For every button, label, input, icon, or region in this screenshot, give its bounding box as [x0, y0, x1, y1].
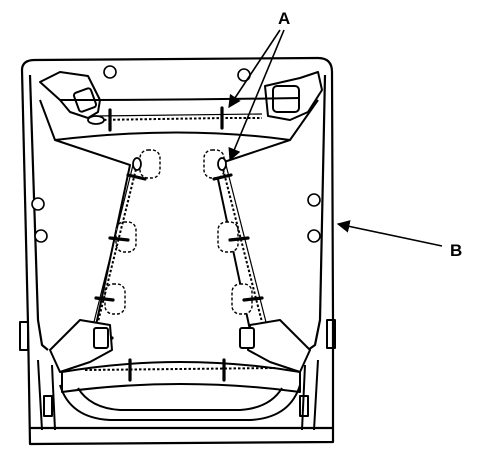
- left-diagonal-wire: [95, 164, 138, 331]
- lower-left-block: [93, 327, 109, 349]
- callout-b-leader: [336, 220, 443, 247]
- hook: [217, 157, 227, 171]
- callout-a: A: [228, 9, 290, 162]
- callout-b-label: B: [450, 241, 462, 260]
- callout-a-label: A: [278, 9, 290, 28]
- hole: [103, 65, 117, 79]
- right-notch: [326, 319, 336, 349]
- cushion-loop-outer: [59, 384, 301, 421]
- left-leg: [37, 359, 56, 431]
- slot: [115, 221, 137, 253]
- left-cord: [91, 164, 134, 331]
- left-notch: [19, 321, 29, 351]
- clip: [242, 296, 264, 302]
- callout-a-leader-2: [228, 29, 285, 162]
- hook: [132, 157, 142, 171]
- top-wire: [94, 117, 262, 121]
- top-left-bracket: [39, 71, 101, 119]
- hole: [31, 197, 45, 211]
- lower-right-block: [239, 327, 255, 349]
- right-leg: [301, 359, 319, 431]
- hole: [307, 193, 321, 207]
- left-side-rail: [28, 74, 49, 351]
- lower-frame: [19, 319, 336, 431]
- retainer-slots: [104, 149, 253, 315]
- right-cord: [225, 164, 269, 331]
- wire-hooks: [87, 115, 227, 171]
- left-foot-tab: [43, 395, 53, 417]
- callout-a-leader-1: [228, 29, 281, 109]
- hole: [307, 229, 321, 243]
- inner-panel-shoulder: [54, 131, 291, 141]
- inner-panel-top-edge: [59, 97, 301, 101]
- slot: [231, 283, 253, 315]
- right-foot-tab: [299, 395, 309, 417]
- hook: [87, 115, 105, 125]
- seat-frame: [20, 56, 335, 446]
- retaining-cords: [91, 113, 269, 331]
- cushion-loop-inner: [77, 387, 283, 411]
- frame-outline: [20, 56, 335, 446]
- top-left-slot: [72, 87, 98, 113]
- top-cord: [94, 113, 263, 117]
- top-right-bracket: [264, 71, 323, 121]
- right-diagonal-wire: [221, 164, 265, 331]
- right-side-rail: [307, 74, 327, 351]
- clip: [228, 236, 250, 242]
- callout-b: B: [336, 220, 462, 260]
- slot: [217, 221, 239, 253]
- hole: [34, 229, 48, 243]
- clip: [94, 296, 115, 302]
- retaining-wires: [84, 117, 276, 371]
- clip: [212, 173, 233, 181]
- slot: [139, 149, 161, 179]
- bottom-wire: [84, 367, 276, 371]
- lower-right-bracket: [247, 319, 311, 373]
- clip: [126, 173, 147, 181]
- clip: [108, 236, 130, 242]
- back-panel: [39, 71, 323, 353]
- bottom-tray: [61, 361, 301, 393]
